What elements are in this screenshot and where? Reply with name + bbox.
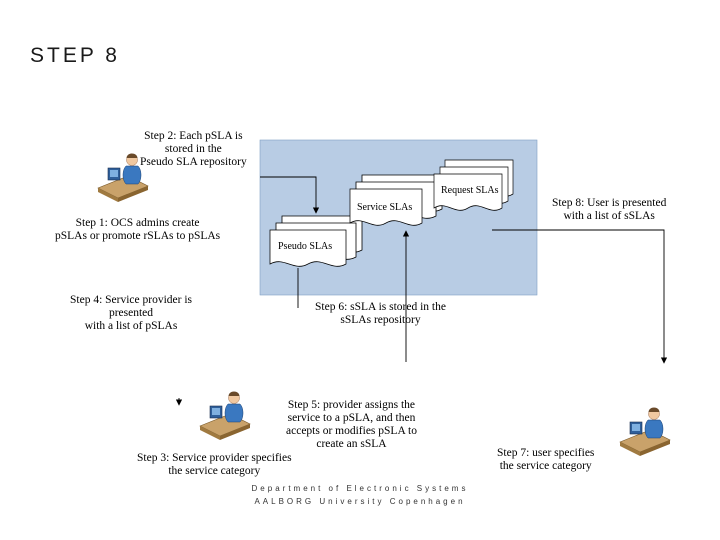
step7-line1: Step 7: user specifies — [497, 447, 595, 459]
step3-line2: the service category — [168, 465, 261, 477]
request-slas-document-stack: Request SLAs — [433, 159, 514, 211]
step4-line2: presented — [108, 307, 154, 319]
step3-label: Step 3: Service provider specifies the s… — [137, 452, 292, 478]
pseudo-slas-document-stack: Pseudo SLAs — [269, 215, 363, 267]
step2-arrow — [260, 176, 320, 214]
step1-label: Step 1: OCS admins create pSLAs or promo… — [55, 217, 220, 243]
step7-line2: the service category — [499, 460, 592, 472]
step5-line4: create an sSLA — [316, 438, 387, 450]
step5-line1: Step 5: provider assigns the — [287, 399, 416, 411]
service-slas-document-stack: Service SLAs — [349, 174, 443, 226]
step2-line2: stored in the — [164, 143, 222, 155]
service-slas-label: Service SLAs — [357, 202, 412, 213]
step5-label: Step 5: provider assigns the service to … — [286, 399, 417, 451]
footer-department: Department of Electronic Systems — [251, 484, 469, 493]
step4-label: Step 4: Service provider is presented wi… — [70, 294, 192, 333]
step4-line3: with a list of pSLAs — [84, 320, 178, 332]
step7-label: Step 7: user specifies the service categ… — [497, 447, 594, 473]
step8-arrow — [492, 229, 668, 364]
step3-line1: Step 3: Service provider specifies — [137, 452, 292, 464]
step8-line1: Step 8: User is presented — [552, 197, 667, 209]
footer-university: AALBORG University Copenhagen — [254, 497, 466, 506]
step4-line1: Step 4: Service provider is — [70, 294, 193, 306]
step6-line1: Step 6: sSLA is stored in the — [315, 301, 446, 313]
step6-line2: sSLAs repository — [340, 314, 421, 326]
step2-line1: Step 2: Each pSLA is — [144, 130, 243, 142]
slide-title: STEP 8 — [30, 44, 120, 67]
user-at-computer-icon — [619, 407, 671, 457]
step6-label: Step 6: sSLA is stored in the sSLAs repo… — [315, 301, 446, 327]
pseudo-slas-label: Pseudo SLAs — [278, 241, 332, 252]
step5-line2: service to a pSLA, and then — [287, 412, 416, 424]
step2-line3: Pseudo SLA repository — [140, 156, 247, 168]
step1-line2: pSLAs or promote rSLAs to pSLAs — [55, 230, 221, 242]
step8-label: Step 8: User is presented with a list of… — [552, 197, 666, 223]
step5-line3: accepts or modifies pSLA to — [286, 425, 417, 437]
step8-line2: with a list of sSLAs — [563, 210, 655, 222]
step2-label: Step 2: Each pSLA is stored in the Pseud… — [140, 130, 247, 169]
step1-line1: Step 1: OCS admins create — [75, 217, 200, 229]
request-slas-label: Request SLAs — [441, 185, 499, 196]
provider-at-computer-icon — [199, 391, 251, 441]
